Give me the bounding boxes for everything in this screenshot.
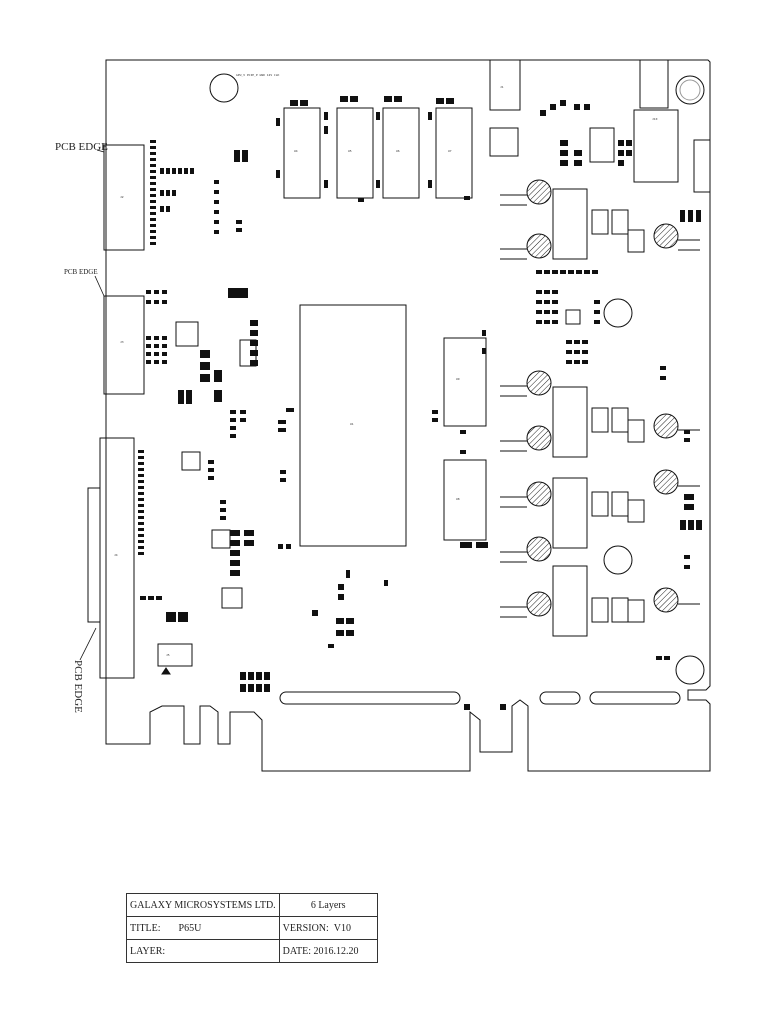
ic-right-2 — [443, 459, 487, 541]
mounting-hole-right-1 — [603, 298, 633, 328]
top-connector-cutout — [489, 59, 521, 111]
mounting-hole-top-right — [675, 75, 705, 105]
svg-text:J5: J5 — [166, 653, 170, 657]
pcb-edge-label-top: PCB EDGE — [55, 141, 108, 153]
capacitor — [653, 413, 679, 439]
layer-count: 6 Layers — [278, 893, 378, 917]
memory-chip-2 — [336, 107, 374, 199]
gpu-package — [299, 304, 407, 547]
date-cell: DATE: 2016.12.20 — [278, 939, 378, 963]
svg-text:U5: U5 — [348, 149, 352, 153]
svg-text:J10: J10 — [652, 117, 658, 121]
capacitor — [526, 536, 552, 562]
connector-left-bottom — [99, 437, 135, 679]
company-name: GALAXY MICROSYSTEMS LTD. — [126, 893, 280, 917]
layer-label: LAYER: — [130, 945, 166, 957]
version-label: VERSION: — [282, 922, 329, 934]
connector-left-top — [103, 144, 145, 251]
choke-4 — [552, 565, 588, 637]
svg-text:GPU_V PCIE_P GND 12V CLK: GPU_V PCIE_P GND 12V CLK — [236, 73, 280, 77]
capacitor — [653, 587, 679, 613]
mounting-hole-top-left — [209, 73, 239, 103]
capacitor — [526, 233, 552, 259]
choke-2 — [552, 386, 588, 458]
svg-text:J2: J2 — [120, 195, 124, 199]
version-cell: VERSION: V10 — [278, 916, 378, 940]
capacitor — [653, 223, 679, 249]
capacitor — [526, 370, 552, 396]
memory-chip-1 — [283, 107, 321, 199]
svg-text:U7: U7 — [448, 149, 452, 153]
title-label: TITLE: — [130, 922, 161, 934]
title-value: P65U — [178, 922, 202, 934]
choke-3 — [552, 477, 588, 549]
date-value: 2016.12.20 — [313, 945, 359, 957]
capacitor — [526, 425, 552, 451]
capacitor — [526, 179, 552, 205]
svg-text:J3: J3 — [120, 340, 124, 344]
svg-text:U9: U9 — [456, 377, 460, 381]
date-label: DATE: — [282, 945, 312, 957]
svg-text:U6: U6 — [396, 149, 400, 153]
mounting-hole-right-2 — [603, 545, 633, 575]
capacitor — [653, 469, 679, 495]
svg-text:J1: J1 — [500, 85, 504, 89]
board-outline — [105, 59, 711, 772]
version-value: V10 — [333, 922, 352, 934]
connector-left-mid — [103, 295, 145, 395]
memory-chip-4 — [435, 107, 473, 199]
choke-1 — [552, 188, 588, 260]
capacitor — [526, 591, 552, 617]
layer-cell: LAYER: — [126, 939, 280, 963]
ic-right-1 — [443, 337, 487, 427]
connector-bottom-small — [157, 643, 193, 667]
svg-text:U8: U8 — [456, 497, 460, 501]
pcb-edge-label-mid: PCB EDGE — [64, 268, 98, 276]
top-bracket-slot — [639, 59, 669, 109]
svg-text:U1: U1 — [350, 422, 354, 426]
pcb-edge-label-bottom: PCB EDGE — [72, 660, 84, 713]
capacitor — [526, 481, 552, 507]
memory-chip-3 — [382, 107, 420, 199]
mounting-hole-right-3 — [675, 655, 705, 685]
title-cell: TITLE: P65U — [126, 916, 280, 940]
svg-text:J4: J4 — [114, 553, 118, 557]
title-block: GALAXY MICROSYSTEMS LTD. 6 Layers TITLE:… — [126, 893, 378, 963]
svg-text:U4: U4 — [294, 149, 298, 153]
